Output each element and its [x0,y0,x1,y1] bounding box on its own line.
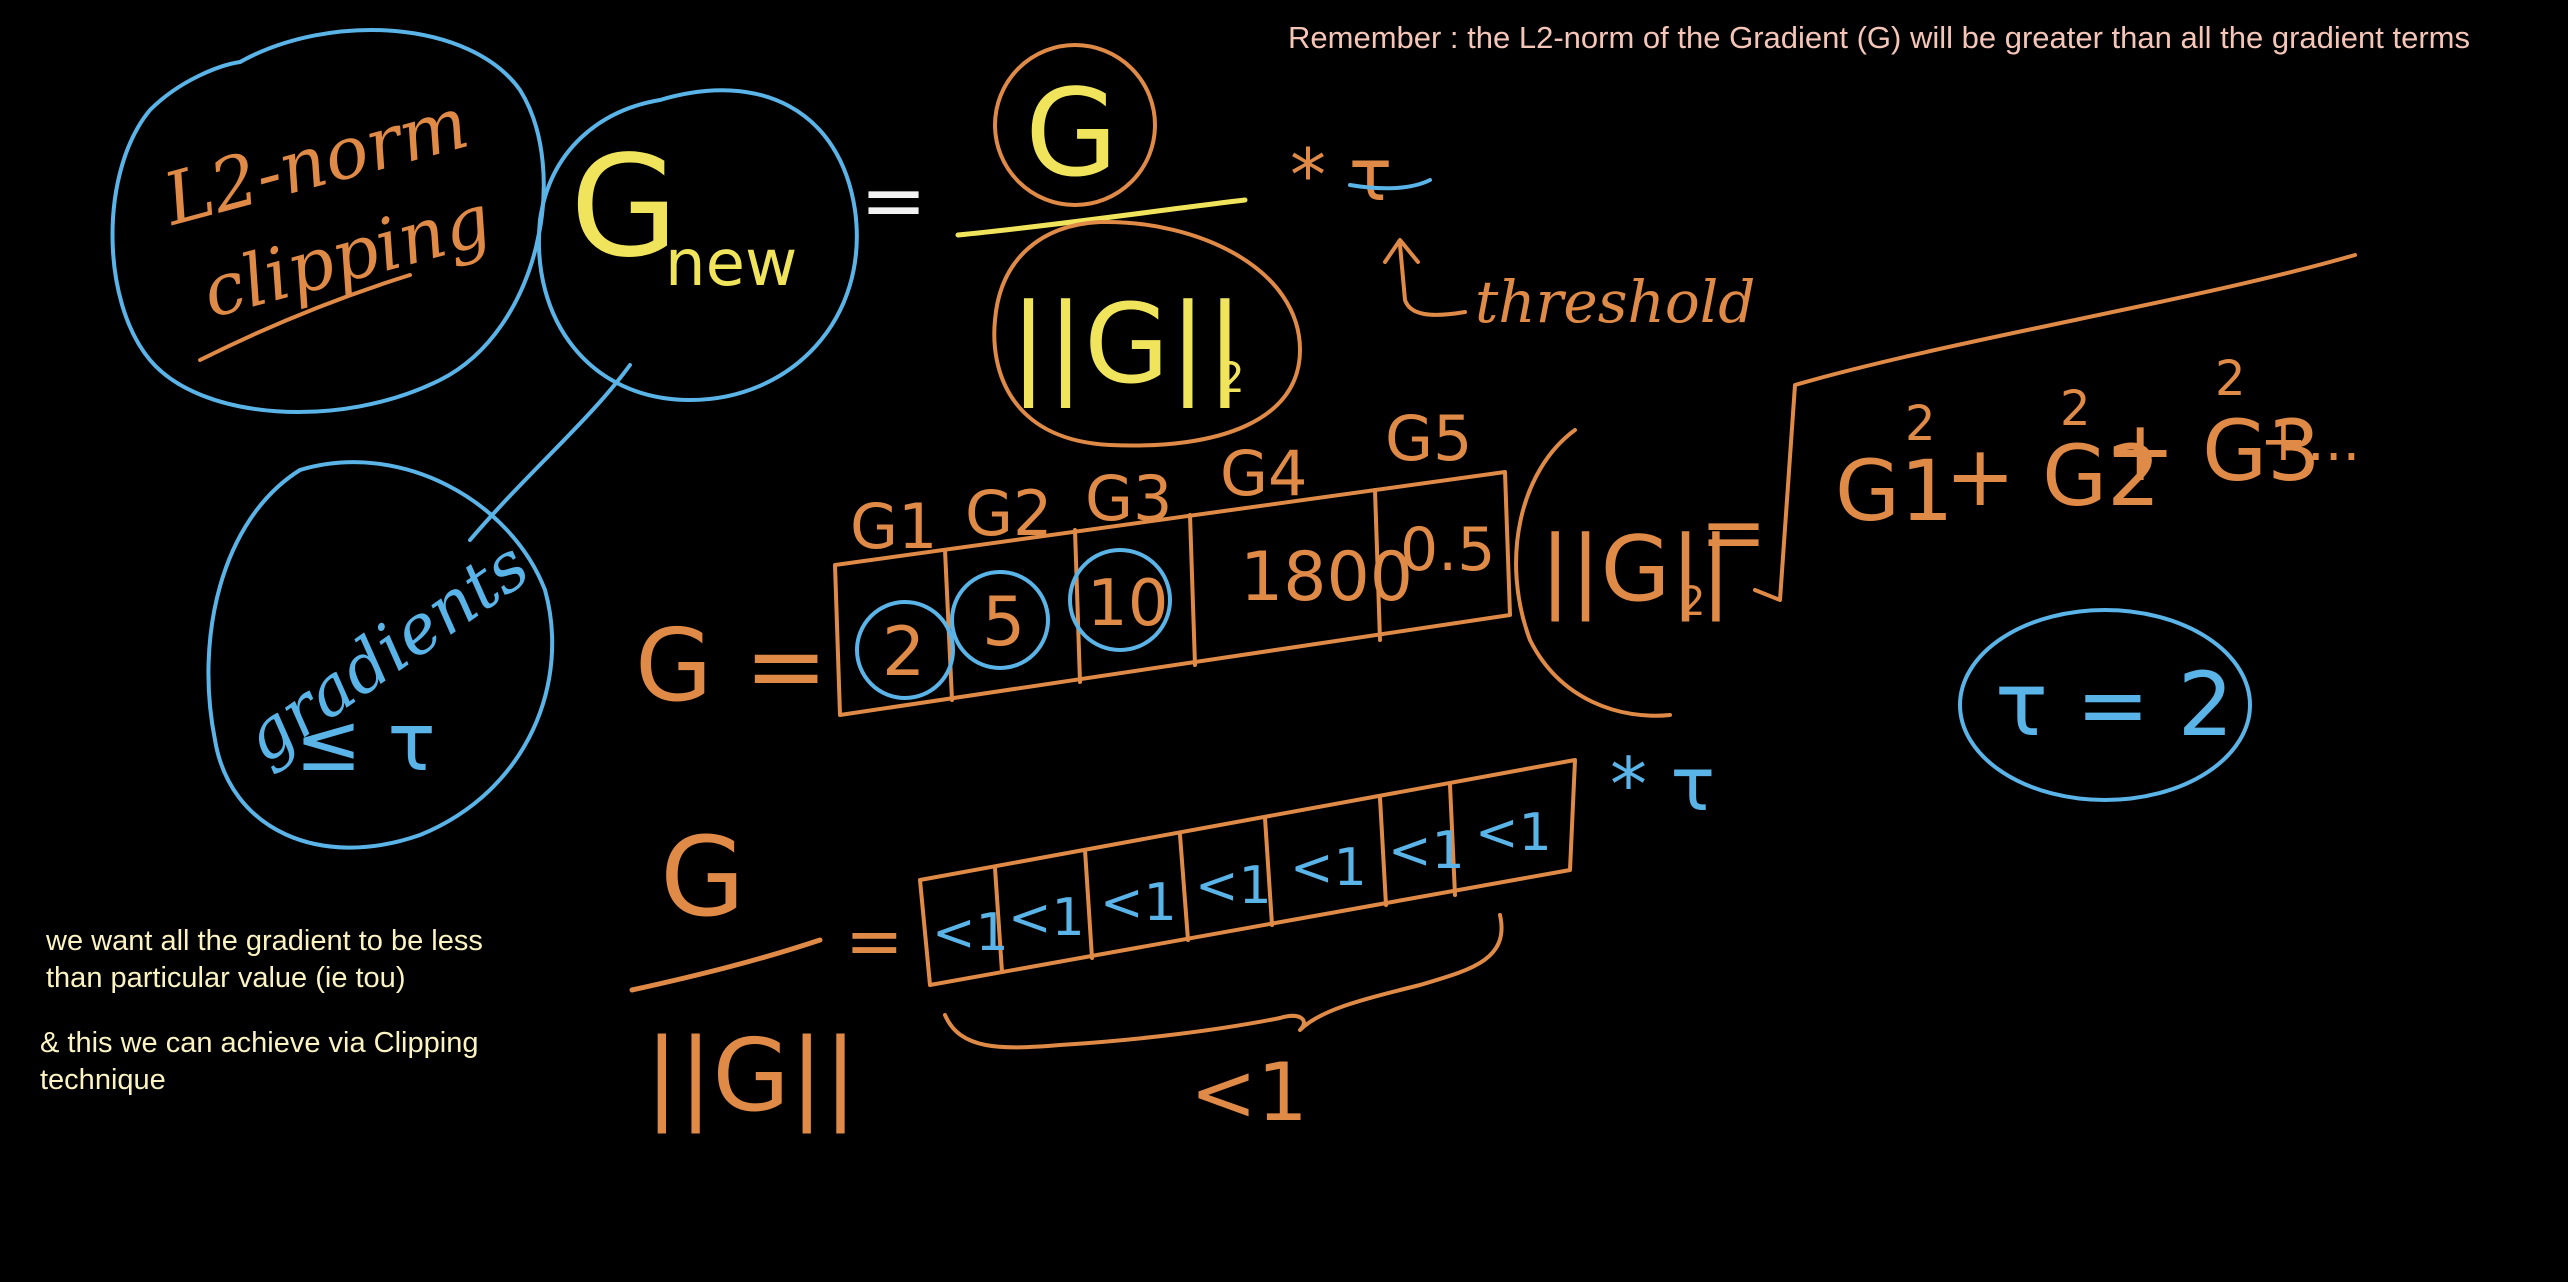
ratio-times-tau: * τ [1610,742,1715,828]
norm-power-1: 2 [1905,396,1936,452]
norm-term-1: G1 [1835,442,1954,540]
denominator-circle [992,219,1302,448]
col-header-g4: G4 [1220,437,1308,510]
col-header-g1: G1 [850,490,938,563]
g-new-symbol: G [570,126,679,289]
ratio-numerator: G [660,813,745,941]
ratio-bar [629,937,823,993]
vector-value-5: 0.5 [1400,515,1495,585]
formula-denominator-sub: 2 [1218,353,1245,402]
tau-underline [1348,178,1432,191]
value-circle-3 [1068,548,1172,652]
clipping-note-line-2: technique [40,1064,166,1097]
clipping-note-line-1: & this we can achieve via Clipping [40,1027,479,1059]
col-header-g5: G5 [1385,402,1473,475]
normalized-cell-5: <1 [1290,838,1367,898]
tau-value-bubble [1958,608,2252,802]
col-header-g3: G3 [1085,462,1173,535]
norm-term-2: + G2 [1945,427,2161,525]
clipping-note: & this we can achieve via Clipping techn… [40,1025,478,1099]
normalized-cell-3: <1 [1100,873,1177,933]
formula-equals: = [860,154,927,247]
vector-value-4: 1800 [1240,538,1413,617]
norm-equals: = [1700,486,1767,579]
vector-dividers [943,488,1382,702]
threshold-arrow [1383,238,1467,317]
ratio-equals: = [845,900,904,982]
normalized-brace [943,913,1504,1050]
formula-times-tau: * τ [1290,133,1392,217]
threshold-label: threshold [1475,268,1755,336]
norm-power-2: 2 [2060,381,2091,437]
norm-power-3: 2 [2215,351,2246,407]
goal-note: we want all the gradient to be less than… [46,923,483,997]
norm-lhs-sub: 2 [1680,579,1705,625]
numerator-circle [993,43,1157,207]
tau-value: τ = 2 [1995,653,2234,756]
normalized-dividers [993,783,1457,974]
clipping-underline [198,273,412,362]
g-new-subscript: new [665,227,797,301]
vector-value-2: 5 [982,583,1025,662]
vector-box [833,470,1512,717]
norm-term-3: + G3 [2105,402,2321,500]
value-circle-1 [855,600,955,700]
goal-note-line-2: than particular value (ie tou) [46,962,406,995]
leq-tau-label: ≤ τ [295,696,436,789]
vector-value-3: 10 [1087,567,1168,641]
value-circle-2 [950,570,1050,670]
normalized-box [918,758,1577,987]
vector-value-1: 2 [882,613,925,692]
l2-clipping-bubble [110,27,546,414]
fraction-bar [955,197,1248,238]
remember-note: Remember : the L2-norm of the Gradient (… [1288,20,2470,55]
brace-label: <1 [1190,1046,1308,1139]
normalized-cell-7: <1 [1475,803,1552,863]
normalized-cell-2: <1 [1008,888,1085,948]
col-header-g2: G2 [965,477,1053,550]
gradients-bubble [206,460,555,850]
goal-note-line-1: we want all the gradient to be less [46,925,483,957]
norm-lhs: ||G|| [1540,517,1731,622]
vector-label: G = [635,607,828,724]
g-new-bubble [536,88,859,402]
normalized-cell-1: <1 [932,903,1009,963]
formula-denominator: ||G|| [1010,280,1243,409]
normalized-cell-6: <1 [1388,821,1465,881]
norm-term-4: +... [2260,409,2360,474]
formula-numerator: G [1025,65,1118,204]
norm-bracket [1514,428,1672,718]
connector-line [468,363,632,542]
normalized-cell-4: <1 [1195,856,1272,916]
sqrt-sign [1753,253,2357,602]
ratio-denominator: ||G|| [645,1017,857,1134]
